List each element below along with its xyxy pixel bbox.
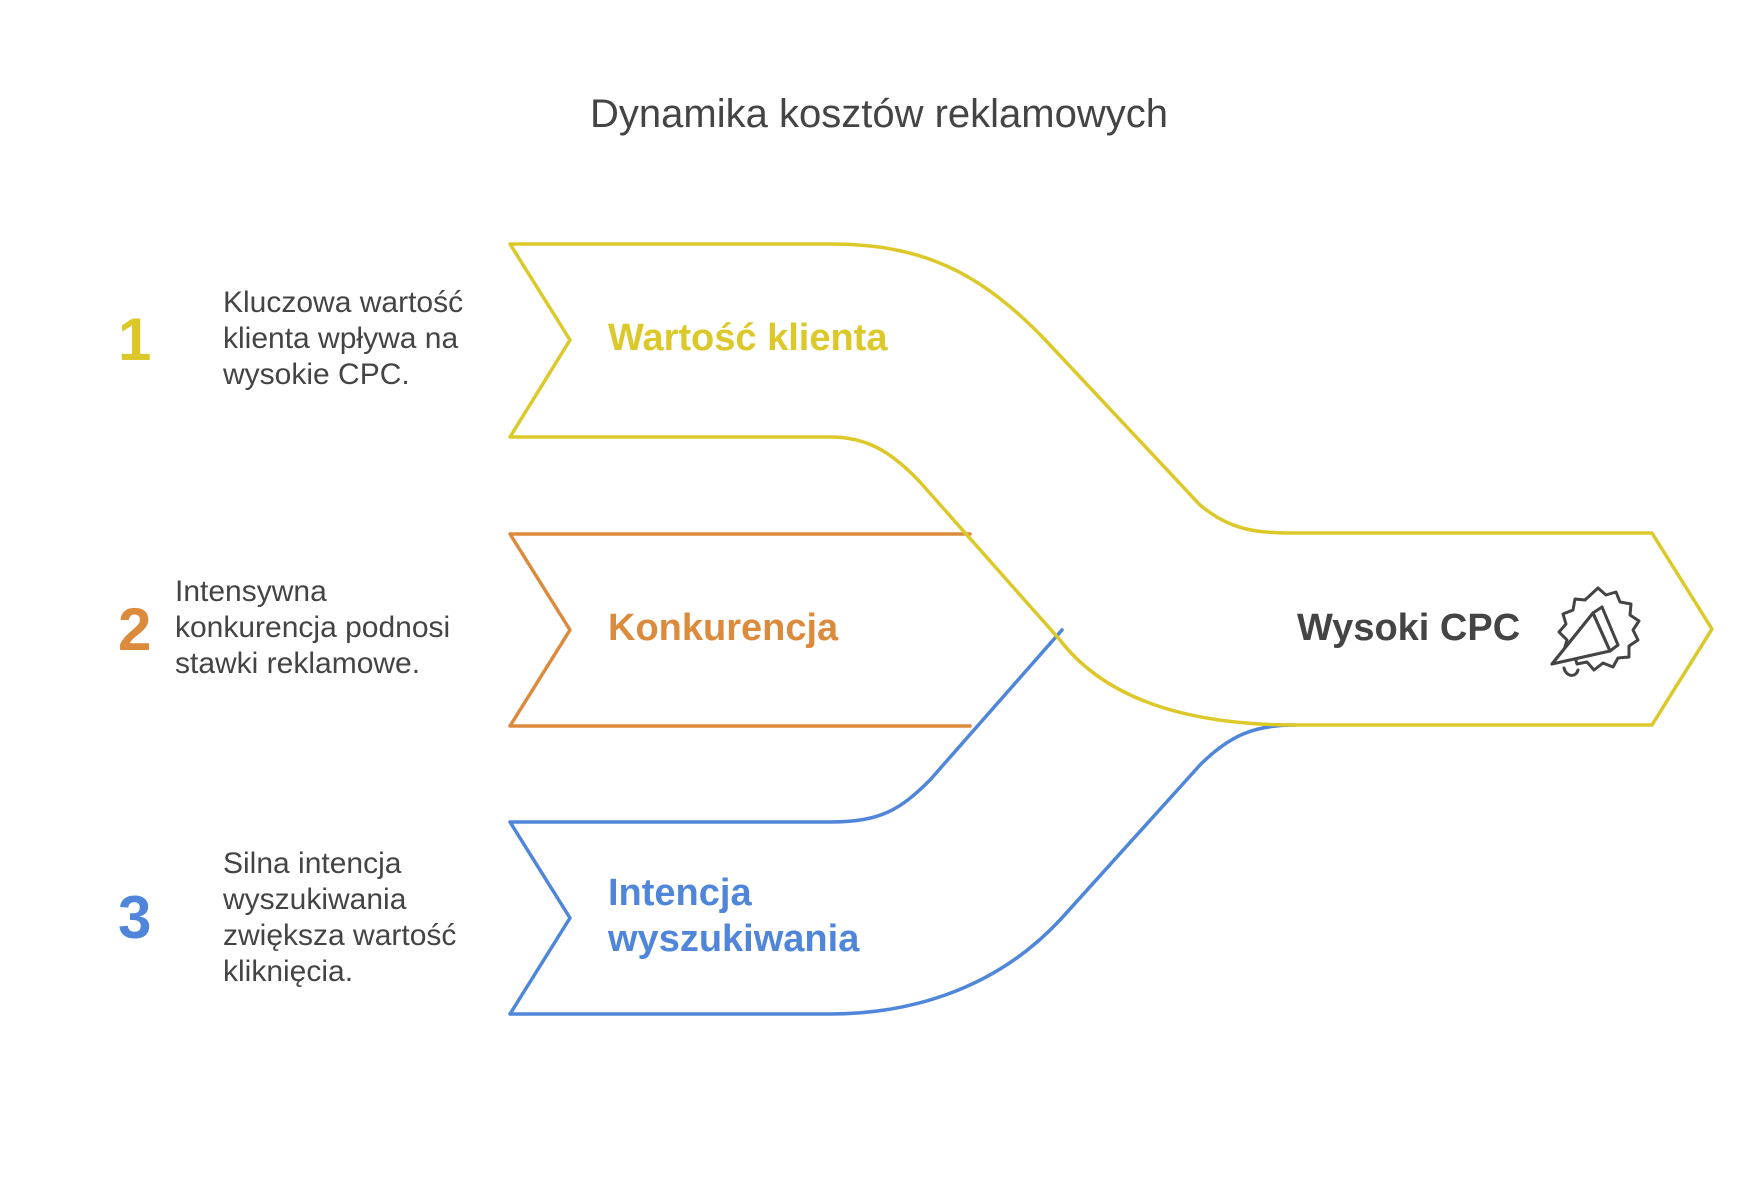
- step-label-2: Konkurencja: [608, 607, 839, 649]
- step-label-1: Wartość klienta: [608, 317, 888, 359]
- step-number-3: 3: [118, 884, 152, 951]
- step-label-3: Intencja wyszukiwania: [608, 872, 860, 960]
- result-label: Wysoki CPC: [1297, 607, 1521, 649]
- step-description-3: Silna intencja wyszukiwania zwiększa war…: [223, 847, 457, 988]
- step-description-1: Kluczowa wartość klienta wpływa na wysok…: [223, 286, 464, 391]
- step-description-2: Intensywna konkurencja podnosi stawki re…: [175, 575, 451, 680]
- megaphone-icon: [1550, 586, 1641, 677]
- arrow-step-1: [508, 242, 1714, 727]
- arrow-step-2: [508, 532, 972, 728]
- step-number-2: 2: [118, 596, 152, 663]
- arrow-step-3: [508, 628, 1297, 1016]
- step-number-1: 1: [118, 306, 152, 373]
- diagram-title: Dynamika kosztów reklamowych: [590, 92, 1168, 136]
